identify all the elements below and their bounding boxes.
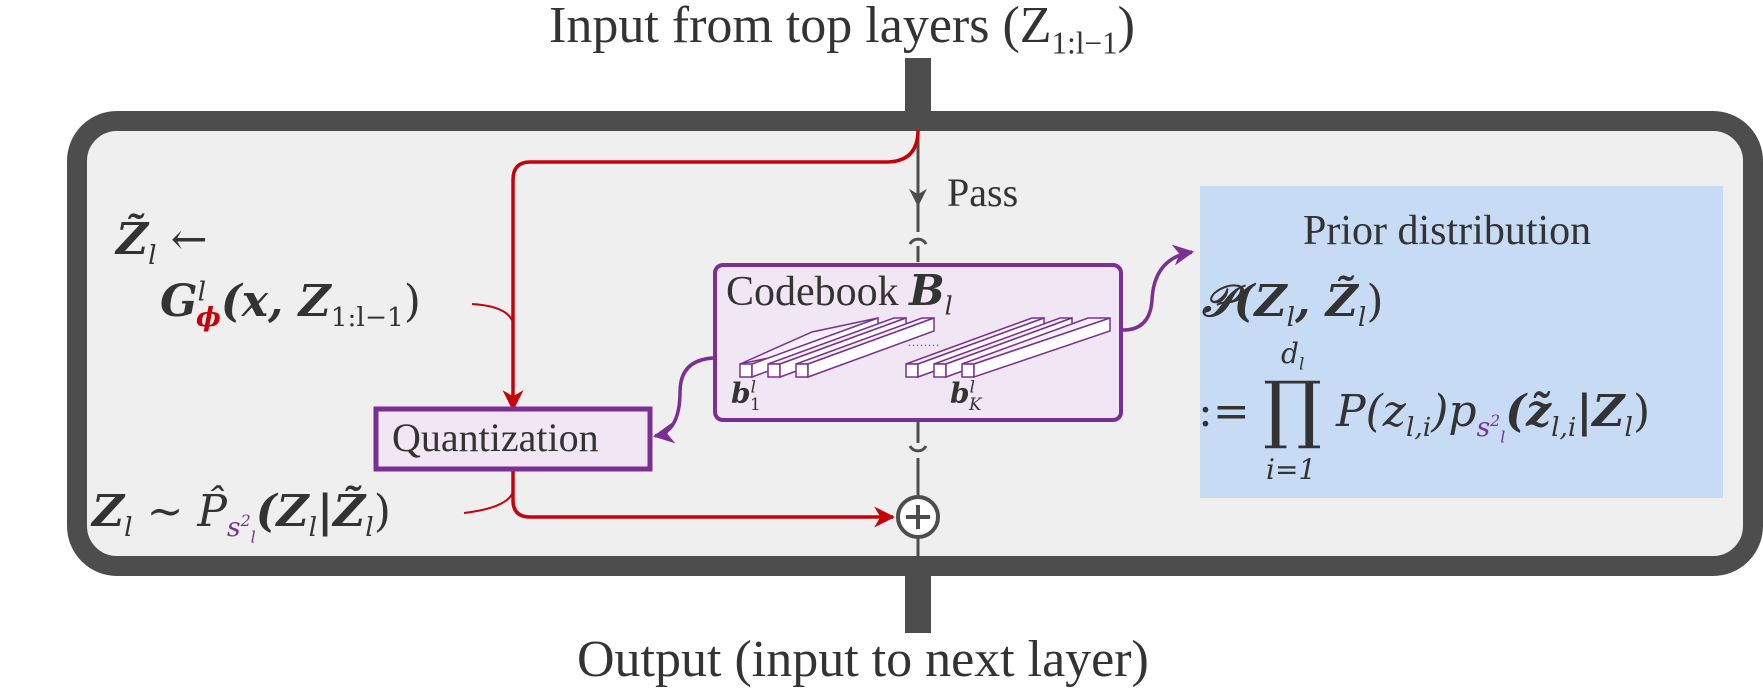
prod-body3-sub: l,i	[1551, 411, 1577, 443]
input-label-close: )	[1117, 0, 1135, 54]
pass-hop-top	[908, 237, 928, 245]
product-upper-limit: dl	[1281, 337, 1304, 372]
sample-s-group: s2l	[227, 511, 256, 547]
sample-formula: Zl ∼ P̂s2l(Zl|Z̃l)	[92, 490, 391, 545]
purple-arrow-codebook-to-quantization	[652, 356, 714, 444]
prod-top-sub: l	[1298, 353, 1305, 374]
product-body: P(zl,i)ps2l(z̃l,i|Zl)	[1336, 390, 1650, 445]
ztilde-symbol: Z̃	[116, 214, 149, 265]
sample-s-sub: l	[250, 527, 256, 547]
codebook-vectors-right	[905, 316, 1111, 379]
purple-arrow-codebook-to-prior	[1122, 244, 1195, 332]
codebook-title-text: Codebook	[726, 269, 910, 315]
bK-sup: l	[969, 376, 975, 397]
prior-title: Prior distribution	[1303, 208, 1592, 254]
codebook-box	[713, 263, 1123, 422]
red-connector-sample	[463, 493, 513, 514]
sample-z: Z	[92, 486, 125, 537]
prod-body1: P(z	[1336, 386, 1406, 437]
generator-args: (x, Z	[220, 276, 331, 327]
codebook-ellipsis: ........	[908, 335, 940, 349]
prod-close: )	[1632, 386, 1651, 437]
prod-body3: (z̃	[1505, 386, 1552, 437]
quantization-box	[373, 406, 653, 472]
product-lower-limit: i=1	[1266, 453, 1317, 486]
prior-joint-mid: , Z̃	[1295, 276, 1358, 327]
generator-sub: ϕ	[196, 301, 221, 333]
prod-s-group: s2l	[1476, 411, 1506, 447]
red-arrow-to-sum	[511, 471, 896, 528]
generator-sup: l	[197, 276, 207, 308]
codebook-vector-first-label: bl1	[731, 376, 761, 412]
product-symbol: ∏	[1263, 366, 1322, 452]
prod-body4-sub: l	[1624, 411, 1633, 443]
sample-dist: ∼ P̂	[132, 486, 228, 537]
pass-hop-bottom	[908, 445, 928, 453]
assign-arrow: ←	[156, 214, 208, 265]
sum-plus	[906, 505, 930, 529]
prior-joint-sub2: l	[1357, 301, 1367, 333]
ztilde-assignment: Z̃l ←	[116, 218, 207, 269]
prior-joint-open: 𝒫(Z	[1202, 276, 1287, 327]
prod-top: d	[1281, 337, 1299, 370]
prod-s-sup: 2	[1490, 411, 1501, 430]
codebook-title: Codebook Bl	[726, 269, 953, 319]
prior-joint-close: )	[1366, 276, 1384, 327]
prod-body2: )p	[1431, 386, 1477, 437]
codebook-sub: l	[944, 291, 953, 321]
sample-close: )	[373, 486, 391, 537]
generator-formula: Glϕ(x, Z1:l−1)	[160, 279, 421, 331]
prod-s: s	[1476, 411, 1491, 443]
generator-args-sub: 1:l−1	[330, 301, 404, 333]
pass-label: Pass	[947, 170, 1019, 215]
prod-body4: |Z	[1576, 386, 1625, 437]
input-label-sub: 1:l−1	[1051, 25, 1118, 61]
sample-s: s	[227, 511, 241, 543]
prior-joint: 𝒫(Zl, Z̃l)	[1202, 280, 1384, 331]
prior-joint-sub1: l	[1286, 301, 1296, 333]
input-label: Input from top layers (Z1:l−1)	[549, 0, 1135, 58]
codebook-vectors-left	[739, 316, 935, 379]
output-stem	[905, 565, 931, 633]
generator-symbol: G	[160, 276, 198, 327]
sample-args-sub: l	[308, 511, 318, 543]
sample-bar-sub: l	[365, 511, 374, 543]
prior-panel	[1200, 186, 1723, 498]
input-stem	[905, 58, 931, 120]
sample-z-sub: l	[124, 511, 133, 543]
sample-args: (Z	[255, 486, 309, 537]
bK-sub: K	[968, 393, 982, 414]
generator-close: )	[403, 276, 421, 327]
quantization-label: Quantization	[392, 415, 599, 460]
b1-sub: 1	[749, 393, 761, 414]
sample-bar: |Z̃	[317, 486, 366, 537]
ztilde-sub: l	[148, 239, 157, 271]
bK-symbol: b	[950, 377, 970, 410]
input-label-text: Input from top layers (Z	[549, 0, 1052, 54]
sample-s-sup: 2	[240, 511, 251, 530]
codebook-vector-last-label: blK	[950, 376, 982, 412]
red-connector-generator	[471, 303, 513, 321]
red-arrow-to-quantization	[502, 129, 920, 412]
output-label: Output (input to next layer)	[577, 631, 1149, 688]
b1-sup: l	[750, 376, 756, 397]
prod-s-sub: l	[1500, 427, 1506, 447]
b1-symbol: b	[731, 377, 751, 410]
product-assign: :=	[1198, 386, 1250, 437]
codebook-symbol: B	[909, 266, 945, 315]
prod-body1-sub: l,i	[1405, 411, 1432, 443]
